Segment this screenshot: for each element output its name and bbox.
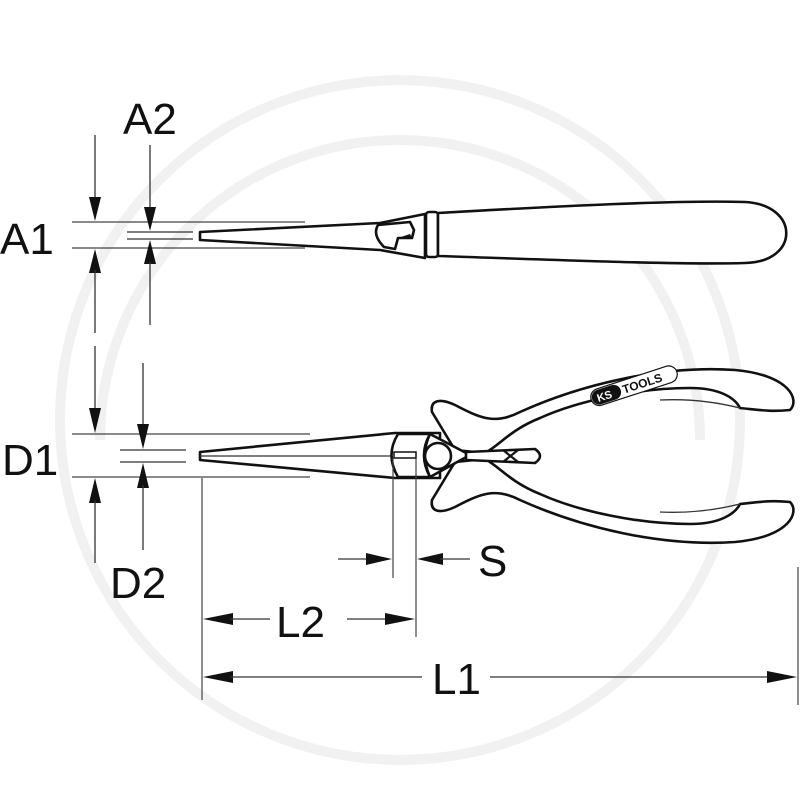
label-l1: L1: [432, 655, 481, 704]
logo-ks-text: KS: [596, 389, 614, 405]
label-l2: L2: [276, 598, 325, 647]
pliers-top-view: [72, 200, 788, 265]
dimension-s: S: [338, 458, 507, 637]
label-s: S: [478, 537, 507, 586]
dimension-l1: L1: [203, 567, 799, 705]
background-watermark: [55, 75, 745, 765]
dimension-l2: L2: [201, 478, 415, 700]
label-d1: D1: [2, 436, 58, 485]
label-a1: A1: [0, 215, 54, 264]
pliers-side-view: KS TOOLS: [72, 365, 795, 545]
dimension-a2: A2: [123, 95, 177, 325]
dimension-a1: A1: [0, 135, 101, 333]
label-a2: A2: [123, 95, 177, 144]
dimension-d1: D1: [2, 346, 101, 563]
label-d2: D2: [110, 559, 166, 608]
dimension-d2: D2: [110, 363, 166, 608]
